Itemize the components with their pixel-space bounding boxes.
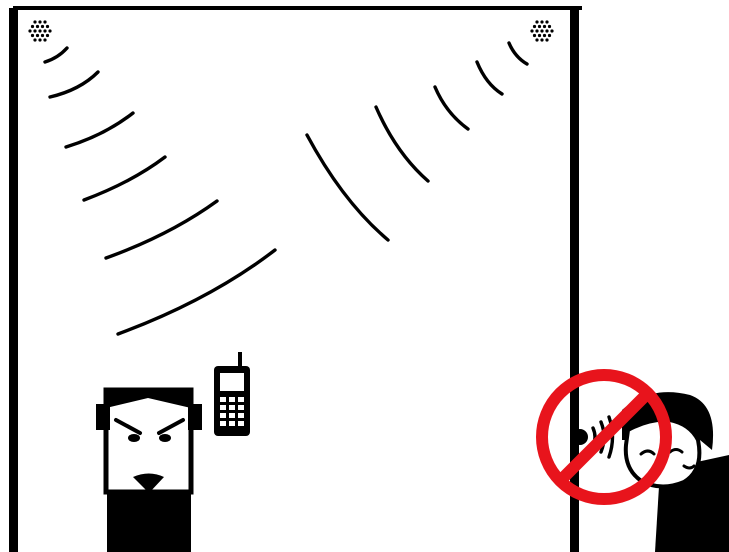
person-right-eye [159,434,171,442]
sound-wave-icon [307,135,388,240]
mobile-phone-icon [214,352,250,436]
person-with-headphones [96,390,202,552]
speaker-grille-icon [530,20,553,41]
room-left-wall [9,8,18,552]
sound-wave-icon [84,157,165,200]
headphone-left-cup [96,404,110,430]
sound-waves-right [307,43,527,240]
sound-wave-icon [509,43,527,64]
speaker-grille-icon [28,20,51,41]
sound-wave-icon [118,250,275,334]
sound-wave-icon [66,113,133,147]
sound-wave-icon [50,72,98,97]
sound-wave-icon [435,87,468,129]
sound-wave-icon [106,201,217,258]
person-left-eye [128,434,140,442]
headphone-right-cup [188,404,202,430]
neighbor-person [622,392,729,552]
sound-waves-left [45,48,275,334]
sound-wave-icon [376,107,428,181]
sound-wave-icon [45,48,67,62]
sound-wave-icon [477,62,502,94]
wall-leak-spot [572,429,588,445]
